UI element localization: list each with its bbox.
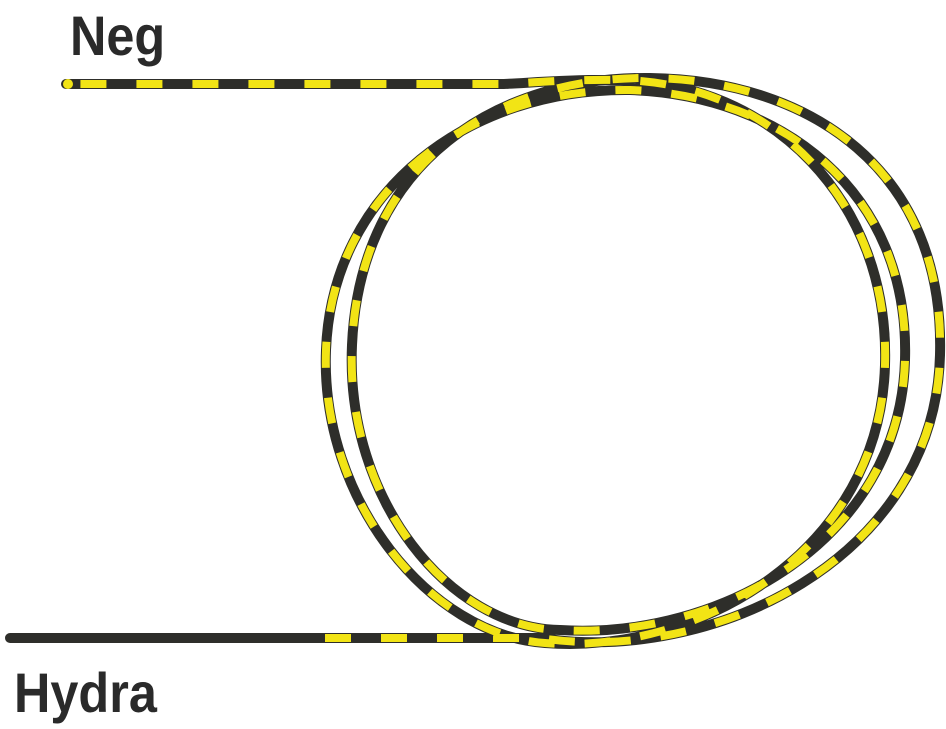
neg-strand-end bbox=[63, 79, 73, 89]
strand-stripes bbox=[66, 78, 940, 644]
